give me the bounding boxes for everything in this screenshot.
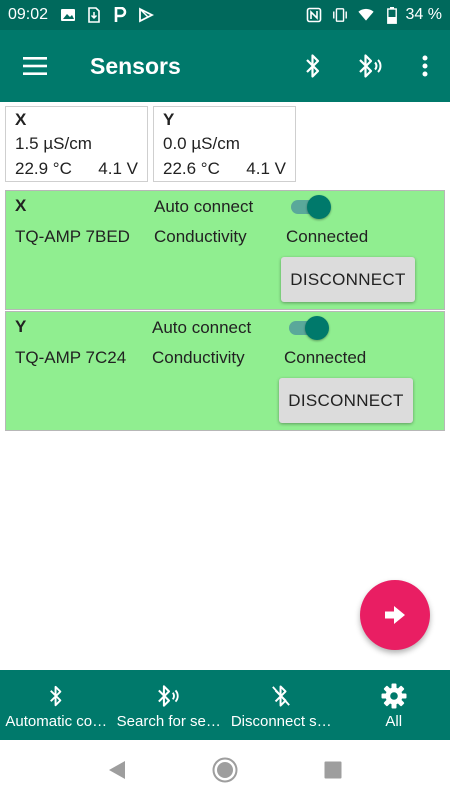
- wifi-icon: [357, 7, 374, 23]
- next-fab-button[interactable]: [360, 580, 430, 650]
- nav-all[interactable]: All: [338, 670, 450, 740]
- reading-voltage: 4.1 V: [246, 159, 286, 178]
- menu-button[interactable]: [0, 30, 70, 102]
- disconnect-button[interactable]: DISCONNECT: [279, 378, 413, 423]
- connection-status: Connected: [286, 227, 369, 246]
- bluetooth-searching-icon: [359, 54, 382, 78]
- gear-icon: [381, 683, 407, 708]
- nav-label: Disconnect s…: [230, 712, 332, 730]
- auto-connect-switch[interactable]: [291, 195, 331, 219]
- device-model: TQ-AMP 7BED: [15, 227, 130, 246]
- home-circle-icon: [212, 757, 238, 783]
- parking-p-icon: [112, 7, 128, 23]
- app-bar: Sensors: [0, 30, 450, 102]
- disconnect-button[interactable]: DISCONNECT: [281, 257, 415, 302]
- nfc-icon: [306, 7, 322, 23]
- back-triangle-icon: [109, 761, 125, 779]
- device-card: Y Auto connect TQ-AMP 7C24 Conductivity …: [5, 311, 445, 431]
- reading-value: 1.5 µS/cm: [15, 134, 92, 153]
- system-recents-button[interactable]: [279, 740, 387, 800]
- device-type: Conductivity: [152, 348, 245, 367]
- device-type: Conductivity: [154, 227, 247, 246]
- play-store-icon: [138, 7, 155, 23]
- bottom-navigation: Automatic co… Search for se… Disconnect …: [0, 670, 450, 740]
- vibrate-icon: [332, 7, 348, 23]
- reading-voltage: 4.1 V: [98, 159, 138, 178]
- device-name: Y: [15, 317, 27, 336]
- reading-name: X: [15, 110, 27, 129]
- bluetooth-icon: [50, 685, 62, 706]
- sensor-readings: X 1.5 µS/cm 22.9 °C 4.1 V Y 0.0 µS/cm 22…: [5, 106, 301, 182]
- nav-automatic-connect[interactable]: Automatic co…: [0, 670, 113, 740]
- nav-label: All: [385, 712, 403, 730]
- auto-connect-label: Auto connect: [152, 318, 252, 337]
- more-vert-icon: [422, 55, 428, 77]
- nav-label: Automatic co…: [5, 712, 108, 730]
- reading-name: Y: [163, 110, 175, 129]
- sim-download-icon: [86, 7, 102, 23]
- nav-disconnect-sensors[interactable]: Disconnect s…: [225, 670, 338, 740]
- device-card: X Auto connect TQ-AMP 7BED Conductivity …: [5, 190, 445, 310]
- image-icon: [60, 7, 76, 23]
- connection-status: Connected: [284, 348, 367, 367]
- recents-square-icon: [324, 761, 342, 779]
- system-home-button[interactable]: [171, 740, 279, 800]
- system-navigation-bar: [0, 740, 450, 800]
- bluetooth-disabled-icon: [272, 684, 291, 707]
- hamburger-menu-icon: [23, 57, 47, 75]
- bluetooth-searching-icon: [157, 684, 179, 707]
- device-model: TQ-AMP 7C24: [15, 348, 127, 367]
- reading-value: 0.0 µS/cm: [163, 134, 240, 153]
- overflow-menu-button[interactable]: [400, 30, 450, 102]
- bluetooth-icon: [306, 54, 320, 78]
- nav-search-sensors[interactable]: Search for se…: [113, 670, 226, 740]
- nav-label: Search for se…: [116, 712, 221, 730]
- battery-level: 34 %: [405, 6, 442, 23]
- bluetooth-search-button[interactable]: [342, 30, 400, 102]
- reading-temperature: 22.6 °C: [163, 159, 220, 178]
- auto-connect-switch[interactable]: [289, 316, 329, 340]
- reading-card: X 1.5 µS/cm 22.9 °C 4.1 V: [5, 106, 148, 182]
- device-name: X: [15, 196, 27, 215]
- reading-card: Y 0.0 µS/cm 22.6 °C 4.1 V: [153, 106, 296, 182]
- switch-thumb: [307, 195, 331, 219]
- page-title: Sensors: [90, 52, 181, 79]
- battery-icon: [384, 6, 400, 24]
- bluetooth-button[interactable]: [284, 30, 342, 102]
- system-back-button[interactable]: [63, 740, 171, 800]
- arrow-right-icon: [385, 606, 405, 624]
- auto-connect-label: Auto connect: [154, 197, 254, 216]
- switch-thumb: [305, 316, 329, 340]
- status-time: 09:02: [8, 6, 49, 23]
- status-bar: 09:02 34 %: [0, 0, 450, 30]
- reading-temperature: 22.9 °C: [15, 159, 72, 178]
